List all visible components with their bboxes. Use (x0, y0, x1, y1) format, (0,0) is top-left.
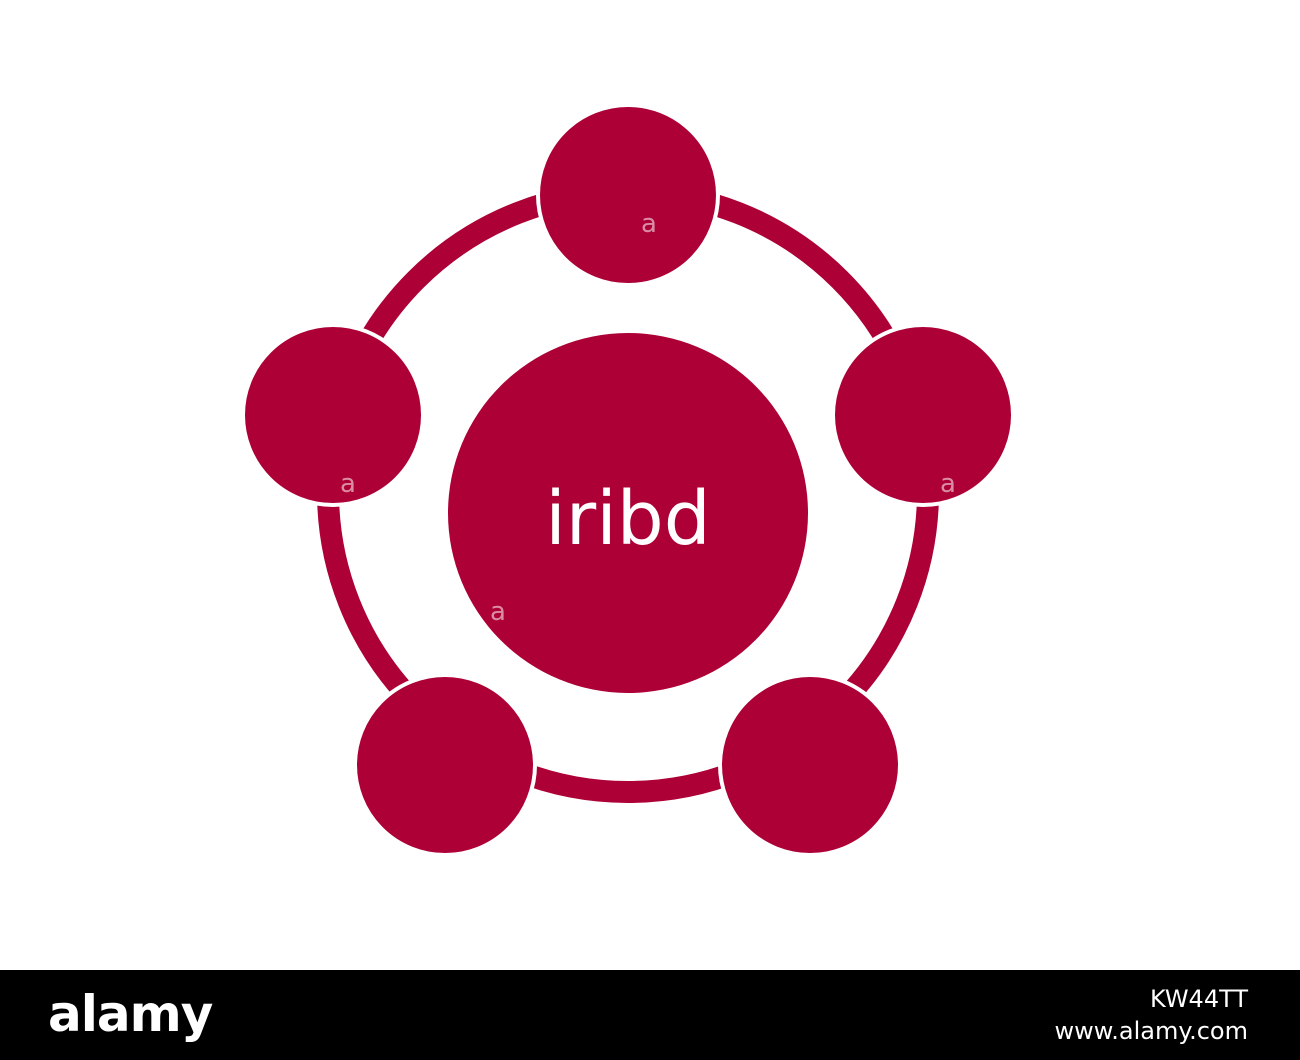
satellite-node-left (241, 323, 425, 507)
logo-area: iribd a a a a (241, 103, 1015, 857)
site-url: www.alamy.com (1054, 1017, 1248, 1045)
hub-label: iribd (545, 476, 711, 562)
footer-bar: alamy KW44TT www.alamy.com (0, 970, 1300, 1060)
satellite-node-bottom-right (718, 673, 902, 857)
iribd-logo: iribd a a a a (241, 103, 1015, 857)
watermark-glyph: a (641, 209, 657, 239)
satellite-node-top (536, 103, 720, 287)
satellite-node-right (831, 323, 1015, 507)
watermark-glyph: a (490, 597, 506, 627)
watermark-glyph: a (940, 469, 956, 499)
satellite-node-bottom-left (353, 673, 537, 857)
watermark-glyph: a (340, 469, 356, 499)
brand-logo: alamy (48, 985, 213, 1043)
image-id: KW44TT (1149, 985, 1248, 1013)
hub-circle (448, 333, 808, 693)
